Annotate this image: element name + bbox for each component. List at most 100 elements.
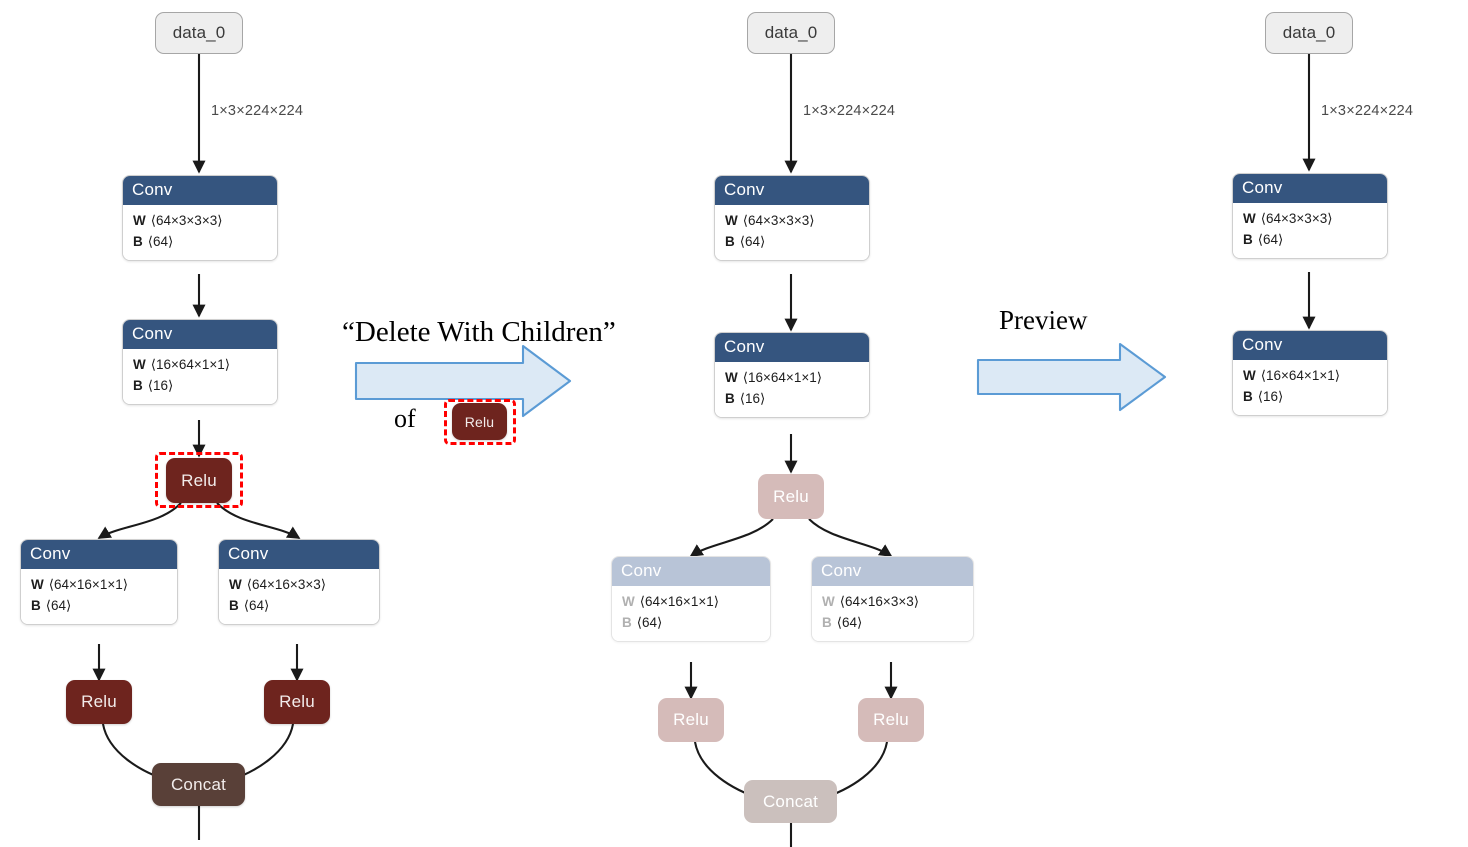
node-title: Conv bbox=[219, 540, 379, 570]
node-title: Conv bbox=[21, 540, 177, 570]
node-attributes: W⟨64×3×3×3⟩ B⟨64⟩ bbox=[715, 205, 869, 260]
node-conv3-ghost-preview[interactable]: Conv W⟨64×16×1×1⟩ B⟨64⟩ bbox=[611, 556, 771, 642]
attr-val-b: ⟨64⟩ bbox=[1257, 231, 1284, 247]
attr-weight: W⟨16×64×1×1⟩ bbox=[1243, 366, 1387, 387]
attr-key-w: W bbox=[1243, 368, 1256, 384]
node-label: data_0 bbox=[1282, 23, 1336, 42]
node-conv2-preview[interactable]: Conv W⟨16×64×1×1⟩ B⟨16⟩ bbox=[714, 332, 870, 418]
node-title: Conv bbox=[812, 557, 973, 587]
node-title: Conv bbox=[612, 557, 770, 587]
node-data0-before[interactable]: data_0 bbox=[155, 12, 243, 54]
node-conv1-preview[interactable]: Conv W⟨64×3×3×3⟩ B⟨64⟩ bbox=[714, 175, 870, 261]
attr-key-b: B bbox=[725, 233, 735, 249]
node-relu-ghost-preview[interactable]: Relu bbox=[758, 474, 824, 519]
attr-key-b: B bbox=[31, 597, 41, 613]
attr-val-w: ⟨16×64×1×1⟩ bbox=[150, 357, 230, 373]
node-data0-preview[interactable]: data_0 bbox=[747, 12, 835, 54]
node-conv1-after[interactable]: Conv W⟨64×3×3×3⟩ B⟨64⟩ bbox=[1232, 173, 1388, 259]
node-label: Relu bbox=[181, 470, 217, 490]
attr-bias: B⟨16⟩ bbox=[133, 376, 277, 397]
attr-val-w: ⟨64×3×3×3⟩ bbox=[742, 213, 815, 229]
block-arrow-preview bbox=[976, 342, 1167, 412]
node-attributes: W⟨16×64×1×1⟩ B⟨16⟩ bbox=[123, 349, 277, 404]
attr-bias: B⟨16⟩ bbox=[1243, 387, 1387, 408]
attr-bias: B⟨64⟩ bbox=[1243, 230, 1387, 251]
node-title: Conv bbox=[1233, 331, 1387, 361]
node-attributes: W⟨64×3×3×3⟩ B⟨64⟩ bbox=[1233, 203, 1387, 258]
attr-val-w: ⟨64×16×1×1⟩ bbox=[48, 577, 128, 593]
node-label: Relu bbox=[773, 486, 809, 506]
node-attributes: W⟨16×64×1×1⟩ B⟨16⟩ bbox=[1233, 360, 1387, 415]
node-conv4-ghost-preview[interactable]: Conv W⟨64×16×3×3⟩ B⟨64⟩ bbox=[811, 556, 974, 642]
attr-val-w: ⟨64×16×3×3⟩ bbox=[246, 577, 326, 593]
attr-bias: B⟨64⟩ bbox=[133, 232, 277, 253]
attr-key-b: B bbox=[1243, 231, 1253, 247]
node-label: Concat bbox=[170, 774, 227, 794]
attr-val-b: ⟨16⟩ bbox=[1257, 388, 1284, 404]
node-label: Relu bbox=[279, 692, 315, 711]
attr-key-b: B bbox=[1243, 388, 1253, 404]
attr-val-b: ⟨16⟩ bbox=[739, 390, 766, 406]
attr-weight: W⟨64×3×3×3⟩ bbox=[725, 211, 869, 232]
node-conv3-before[interactable]: Conv W⟨64×16×1×1⟩ B⟨64⟩ bbox=[20, 539, 178, 625]
edges-panel-before bbox=[92, 54, 304, 784]
attr-key-b: B bbox=[725, 390, 735, 406]
attr-key-b: B bbox=[622, 614, 632, 630]
node-label: Relu bbox=[873, 710, 909, 729]
attr-key-w: W bbox=[822, 594, 835, 610]
node-label: Concat bbox=[762, 791, 819, 811]
attr-bias: B⟨64⟩ bbox=[725, 232, 869, 253]
attr-key-b: B bbox=[822, 614, 832, 630]
annotation-of-label: of bbox=[394, 404, 416, 433]
node-label: Relu bbox=[81, 692, 117, 711]
node-label: data_0 bbox=[764, 23, 818, 42]
attr-val-b: ⟨64⟩ bbox=[45, 597, 72, 613]
node-attributes: W⟨64×16×3×3⟩ B⟨64⟩ bbox=[812, 586, 973, 641]
node-conv4-before[interactable]: Conv W⟨64×16×3×3⟩ B⟨64⟩ bbox=[218, 539, 380, 625]
attr-val-w: ⟨64×3×3×3⟩ bbox=[1260, 211, 1333, 227]
node-relu-left-before[interactable]: Relu bbox=[66, 680, 132, 724]
attr-bias: B⟨64⟩ bbox=[229, 596, 379, 617]
attr-weight: W⟨64×3×3×3⟩ bbox=[1243, 209, 1387, 230]
attr-key-w: W bbox=[133, 213, 146, 229]
node-attributes: W⟨16×64×1×1⟩ B⟨16⟩ bbox=[715, 362, 869, 417]
node-relu-annotation: Relu bbox=[452, 403, 507, 440]
edge-label-shape-preview: 1×3×224×224 bbox=[803, 103, 896, 119]
attr-val-w: ⟨64×16×3×3⟩ bbox=[839, 594, 919, 610]
node-relu-right-before[interactable]: Relu bbox=[264, 680, 330, 724]
attr-val-b: ⟨64⟩ bbox=[636, 614, 663, 630]
node-label: Relu bbox=[464, 413, 495, 430]
attr-val-w: ⟨64×3×3×3⟩ bbox=[150, 213, 223, 229]
attr-bias: B⟨64⟩ bbox=[822, 613, 973, 634]
node-relu-right-ghost-preview[interactable]: Relu bbox=[858, 698, 924, 742]
node-concat-before[interactable]: Concat bbox=[152, 763, 245, 806]
node-title: Conv bbox=[715, 333, 869, 363]
node-concat-ghost-preview[interactable]: Concat bbox=[744, 780, 837, 823]
attr-val-b: ⟨64⟩ bbox=[739, 233, 766, 249]
attr-key-w: W bbox=[133, 357, 146, 373]
attr-weight: W⟨64×16×1×1⟩ bbox=[622, 592, 770, 613]
node-conv2-before[interactable]: Conv W⟨16×64×1×1⟩ B⟨16⟩ bbox=[122, 319, 278, 405]
attr-val-b: ⟨64⟩ bbox=[243, 597, 270, 613]
attr-val-b: ⟨16⟩ bbox=[147, 377, 174, 393]
node-title: Conv bbox=[1233, 174, 1387, 204]
selection-ring-before bbox=[155, 452, 243, 508]
node-conv1-before[interactable]: Conv W⟨64×3×3×3⟩ B⟨64⟩ bbox=[122, 175, 278, 261]
attr-key-w: W bbox=[725, 213, 738, 229]
node-data0-after[interactable]: data_0 bbox=[1265, 12, 1353, 54]
attr-weight: W⟨64×3×3×3⟩ bbox=[133, 211, 277, 232]
node-attributes: W⟨64×3×3×3⟩ B⟨64⟩ bbox=[123, 205, 277, 260]
attr-val-b: ⟨64⟩ bbox=[147, 233, 174, 249]
attr-bias: B⟨64⟩ bbox=[622, 613, 770, 634]
node-label: data_0 bbox=[172, 23, 226, 42]
attr-key-w: W bbox=[1243, 211, 1256, 227]
attr-val-b: ⟨64⟩ bbox=[836, 614, 863, 630]
node-relu-left-ghost-preview[interactable]: Relu bbox=[658, 698, 724, 742]
attr-key-w: W bbox=[229, 577, 242, 593]
node-relu-selected-before[interactable]: Relu bbox=[166, 458, 232, 503]
node-conv2-after[interactable]: Conv W⟨16×64×1×1⟩ B⟨16⟩ bbox=[1232, 330, 1388, 416]
attr-key-w: W bbox=[622, 594, 635, 610]
attr-weight: W⟨64×16×3×3⟩ bbox=[822, 592, 973, 613]
